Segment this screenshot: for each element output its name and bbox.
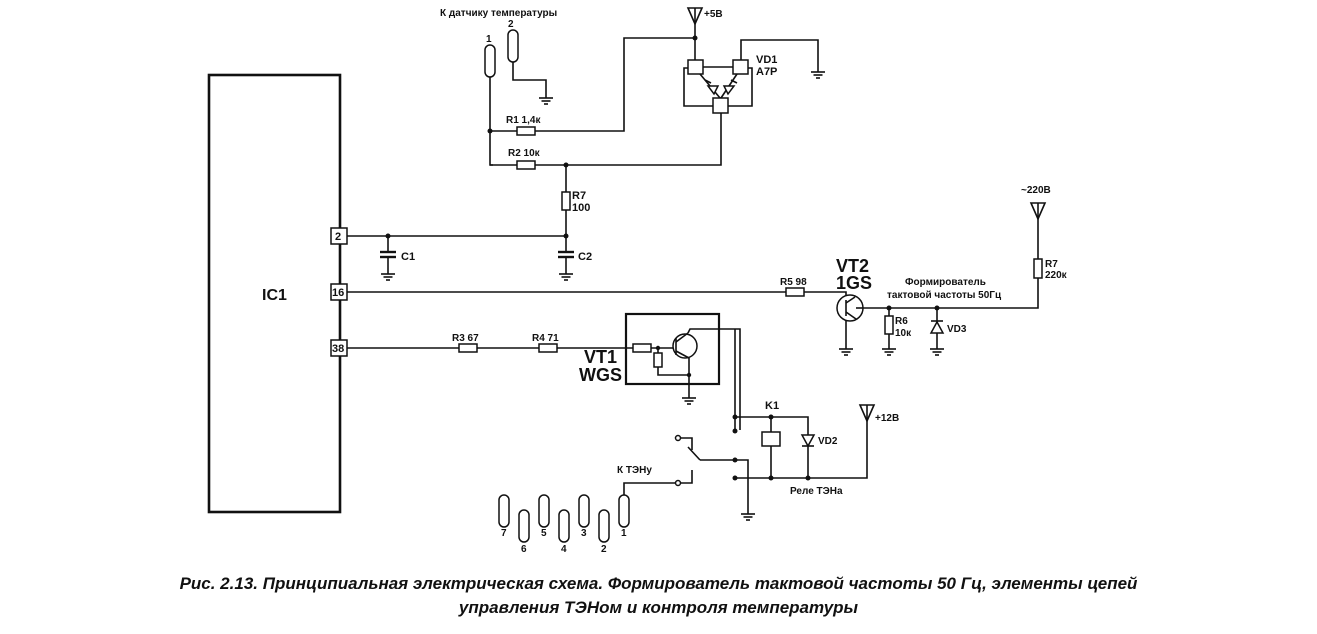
figure-caption: Рис. 2.13. Принципиальная электрическая … — [0, 572, 1317, 620]
clock-former-line2: тактовой частоты 50Гц — [887, 290, 1002, 301]
temp-pin-2-label: 2 — [508, 19, 514, 30]
r5-label: R5 98 — [780, 277, 807, 288]
vd2-diode: VD2 — [800, 431, 838, 478]
ic1: IC1 2 16 38 — [207, 73, 348, 514]
svg-text:2: 2 — [335, 231, 341, 243]
ic1-label: IC1 — [262, 287, 287, 304]
temp-pin-1-label: 1 — [486, 34, 492, 45]
ic1-pin-38: 38 — [330, 339, 348, 357]
r1-label: R1 1,4к — [506, 115, 541, 126]
svg-text:38: 38 — [332, 343, 344, 355]
r4-label: R4 71 — [532, 333, 559, 344]
r2-label: R2 10к — [508, 148, 541, 159]
caption-line-1: Рис. 2.13. Принципиальная электрическая … — [179, 574, 1138, 593]
connector-pin-5: 5 — [541, 528, 547, 539]
relay-label: Реле ТЭНа — [790, 486, 843, 497]
temp-sensor-connector: К датчику температуры 1 2 — [440, 8, 557, 166]
vd1-name: VD1 — [756, 54, 777, 66]
connector-pin-7: 7 — [501, 528, 507, 539]
connector-pin-3: 3 — [581, 528, 587, 539]
r7-100: R7 100 — [561, 165, 590, 236]
plus12v-net: +12В Реле ТЭНа — [732, 404, 899, 497]
plus5v-label: +5В — [704, 9, 723, 20]
plus12v-label: +12В — [875, 413, 899, 424]
ic1-pin-16: 16 — [330, 283, 348, 301]
vt1-module: VT1 WGS — [579, 312, 741, 430]
vd1-diode-right — [720, 73, 738, 99]
vd3-label: VD3 — [947, 324, 967, 335]
vd2-label: VD2 — [818, 436, 838, 447]
plus12v-supply-icon — [859, 404, 875, 422]
vt1-name: VT1 — [584, 347, 617, 367]
r1: R1 1,4к — [487, 37, 695, 136]
connector-pin-4: 4 — [561, 544, 567, 555]
r2: R2 10к — [490, 112, 722, 170]
vd3-diode: VD3 — [929, 308, 967, 356]
relay-k1: K1 — [732, 329, 809, 478]
r7a-name: R7 — [572, 190, 586, 202]
bottom-connector: 7 6 5 4 3 2 1 — [498, 494, 630, 555]
relay-switch: К ТЭНу — [617, 434, 756, 521]
c2: C2 — [558, 236, 592, 281]
r6: R6 10к — [881, 308, 912, 356]
vd1-value: A7P — [756, 66, 777, 78]
vd1-bridge: +5В VD1 A7P — [683, 7, 826, 114]
connector-pin-2: 2 — [601, 544, 607, 555]
r6-value: 10к — [895, 328, 912, 339]
c2-label: C2 — [578, 251, 592, 263]
circuit-schematic: IC1 2 16 38 К датчику температуры 1 2 R1… — [207, 7, 1068, 555]
pin38-net: R3 67 R4 71 — [347, 333, 633, 353]
clock-former-line1: Формирователь — [905, 277, 986, 288]
vt2-name: VT2 — [836, 256, 869, 276]
clock-former-net: Формирователь тактовой частоты 50Гц — [863, 277, 1039, 311]
vt2-transistor: VT2 1GS — [836, 256, 872, 356]
r6-name: R6 — [895, 316, 908, 327]
k1-label: K1 — [765, 400, 779, 412]
vt1-value: WGS — [579, 365, 622, 385]
c1: C1 — [380, 236, 415, 281]
ic1-pin-2: 2 — [330, 227, 348, 245]
vt2-value: 1GS — [836, 273, 872, 293]
r7-220k: ~220В R7 220к — [1021, 185, 1068, 281]
ac220v-supply-icon — [1030, 202, 1046, 220]
r7b-value: 220к — [1045, 270, 1068, 281]
r7b-name: R7 — [1045, 259, 1058, 270]
vd1-diode-left — [699, 73, 721, 99]
svg-text:16: 16 — [332, 287, 344, 299]
plus5v-supply-icon — [687, 7, 703, 25]
temp-sensor-label: К датчику температуры — [440, 8, 557, 19]
heater-label: К ТЭНу — [617, 465, 652, 476]
r3-label: R3 67 — [452, 333, 479, 344]
pin2-net — [347, 233, 569, 239]
r7a-value: 100 — [572, 202, 590, 214]
caption-line-2: управления ТЭНом и контроля температуры — [458, 598, 859, 617]
c1-label: C1 — [401, 251, 415, 263]
ac220v-label: ~220В — [1021, 185, 1051, 196]
pin16-net: R5 98 — [347, 277, 847, 297]
connector-pin-1: 1 — [621, 528, 627, 539]
connector-pin-6: 6 — [521, 544, 527, 555]
